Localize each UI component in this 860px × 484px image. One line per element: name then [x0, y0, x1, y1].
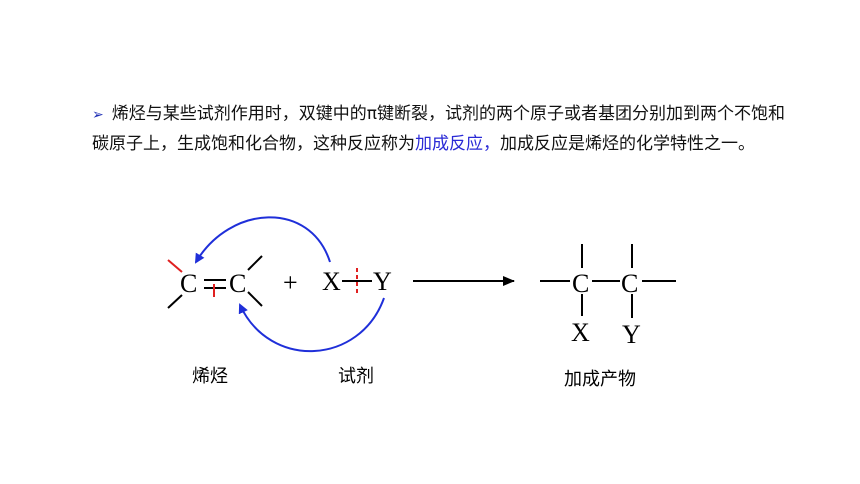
description-paragraph: ➢烯烃与某些试剂作用时，双键中的π键断裂，试剂的两个原子或者基团分别加到两个不饱…	[92, 100, 792, 159]
curved-arrow-x-to-c1	[194, 216, 331, 264]
paragraph-text-1: 烯烃与某些试剂作用时，双键中的π键断裂，试剂的两个原子或者基团分别加到两个不饱和…	[92, 104, 785, 154]
product-carbon-2: C	[621, 269, 638, 298]
bullet-arrow-icon: ➢	[92, 107, 104, 123]
alkene-structure: C C	[167, 255, 263, 309]
alkene-bond-lower-right	[247, 291, 263, 307]
product-carbon-1: C	[572, 269, 589, 298]
reagent-atom-x: X	[322, 267, 341, 296]
product-atom-y: Y	[622, 320, 641, 349]
breaking-bond-mark-left	[167, 259, 183, 273]
plus-sign: +	[283, 268, 298, 297]
paragraph-text-2: 加成反应是烯烃的化学特性之一。	[500, 134, 755, 154]
alkene-carbon-1: C	[180, 269, 197, 298]
caption-product: 加成产物	[564, 369, 636, 390]
curved-arrow-y-to-c2	[238, 297, 385, 352]
caption-reagent: 试剂	[338, 366, 374, 387]
caption-alkene: 烯烃	[192, 366, 228, 387]
product-structure: C C X Y	[540, 244, 676, 349]
alkene-bond-lower-left	[167, 294, 183, 309]
alkene-bond-upper-right	[247, 255, 263, 271]
highlight-term: 加成反应，	[415, 134, 500, 154]
reagent-atom-y: Y	[373, 267, 392, 296]
product-atom-x: X	[571, 318, 590, 347]
alkene-carbon-2: C	[229, 269, 246, 298]
reagent-structure: X Y	[322, 267, 392, 296]
